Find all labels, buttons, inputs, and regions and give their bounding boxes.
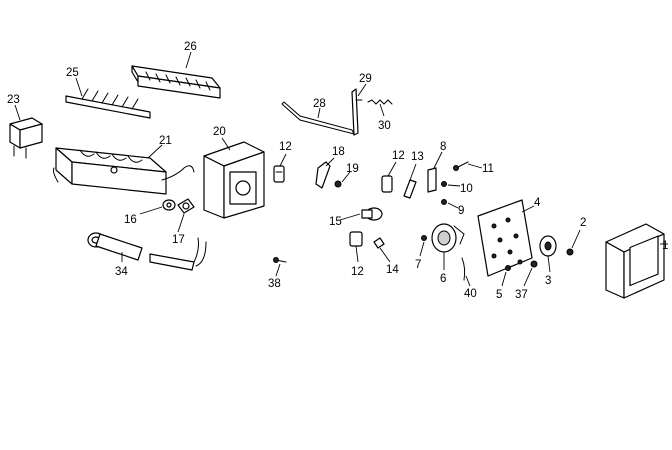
callout-4: 4 — [534, 197, 541, 209]
callout-3: 3 — [545, 275, 551, 287]
part-7-screw — [419, 235, 427, 257]
wire-harness — [149, 237, 207, 271]
part-8-thermostat — [427, 151, 443, 193]
callout-38: 38 — [268, 278, 281, 290]
callout-10: 10 — [460, 183, 473, 195]
callout-23: 23 — [7, 94, 20, 106]
callout-15: 15 — [329, 216, 342, 228]
callout-14: 14 — [386, 264, 399, 276]
part-13-bracket — [403, 163, 417, 199]
callout-11: 11 — [482, 163, 494, 175]
part-11-screw — [453, 161, 483, 171]
part-29-shaft — [351, 83, 367, 136]
callout-6: 6 — [440, 273, 446, 285]
part-25-ejector — [65, 77, 151, 119]
callout-1: 1 — [662, 240, 668, 252]
callout-16: 16 — [124, 214, 137, 226]
callout-30: 30 — [378, 120, 391, 132]
callout-9: 9 — [458, 205, 464, 217]
part-2-screw — [566, 229, 581, 256]
callout-17: 17 — [172, 234, 185, 246]
callout-25: 25 — [66, 67, 79, 79]
part-1-cover — [605, 223, 668, 299]
callout-26: 26 — [184, 41, 197, 53]
part-37-screw — [523, 260, 538, 287]
callout-5: 5 — [496, 289, 502, 301]
callout-37: 37 — [515, 289, 528, 301]
part-12-switch-c — [349, 231, 363, 263]
part-4-mounting-plate — [477, 199, 535, 277]
part-12-switch-a — [273, 153, 287, 183]
part-14-clip — [373, 237, 391, 263]
part-5-screw — [501, 265, 511, 287]
callout-18: 18 — [332, 146, 345, 158]
part-19-screw — [334, 171, 351, 188]
callout-12-b: 12 — [392, 150, 405, 162]
callout-20: 20 — [213, 126, 226, 138]
callout-7: 7 — [415, 259, 421, 271]
part-30-spring — [367, 99, 393, 117]
part-34-fill-tube — [87, 232, 143, 262]
part-9-screw — [441, 199, 459, 209]
part-26-ice-stripper — [131, 51, 221, 99]
part-23-cover — [9, 104, 43, 159]
callout-40: 40 — [464, 288, 477, 300]
callout-8: 8 — [440, 141, 446, 153]
callout-34: 34 — [115, 266, 128, 278]
part-12-switch-b — [381, 161, 397, 193]
part-3-gear — [539, 235, 557, 273]
callout-21: 21 — [159, 135, 172, 147]
part-15-gear — [339, 207, 383, 221]
callout-2: 2 — [580, 217, 586, 229]
part-17-cam — [177, 198, 195, 233]
part-18-lever — [315, 157, 335, 189]
callout-13: 13 — [411, 151, 424, 163]
part-20-housing — [203, 137, 265, 219]
part-10-screw — [441, 181, 461, 187]
callout-labels: 1 2 3 4 5 6 7 8 9 10 11 12 13 14 15 16 1… — [7, 41, 668, 301]
part-16-washer — [139, 199, 176, 215]
callout-19: 19 — [346, 163, 359, 175]
part-40-wire — [461, 257, 471, 287]
callout-12-a: 12 — [279, 141, 292, 153]
callout-29: 29 — [359, 73, 372, 85]
callout-12-c: 12 — [351, 266, 364, 278]
part-6-motor — [431, 223, 465, 270]
callout-28: 28 — [313, 98, 326, 110]
part-21-ice-mold — [53, 144, 195, 195]
part-38-screw — [273, 257, 287, 277]
